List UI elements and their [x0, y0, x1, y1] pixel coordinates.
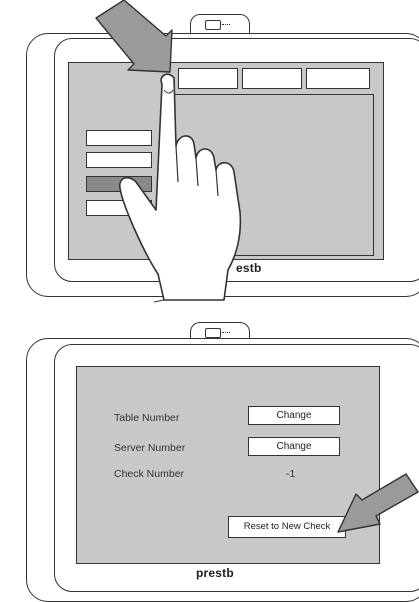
- pointer-arrow-icon: [338, 474, 418, 532]
